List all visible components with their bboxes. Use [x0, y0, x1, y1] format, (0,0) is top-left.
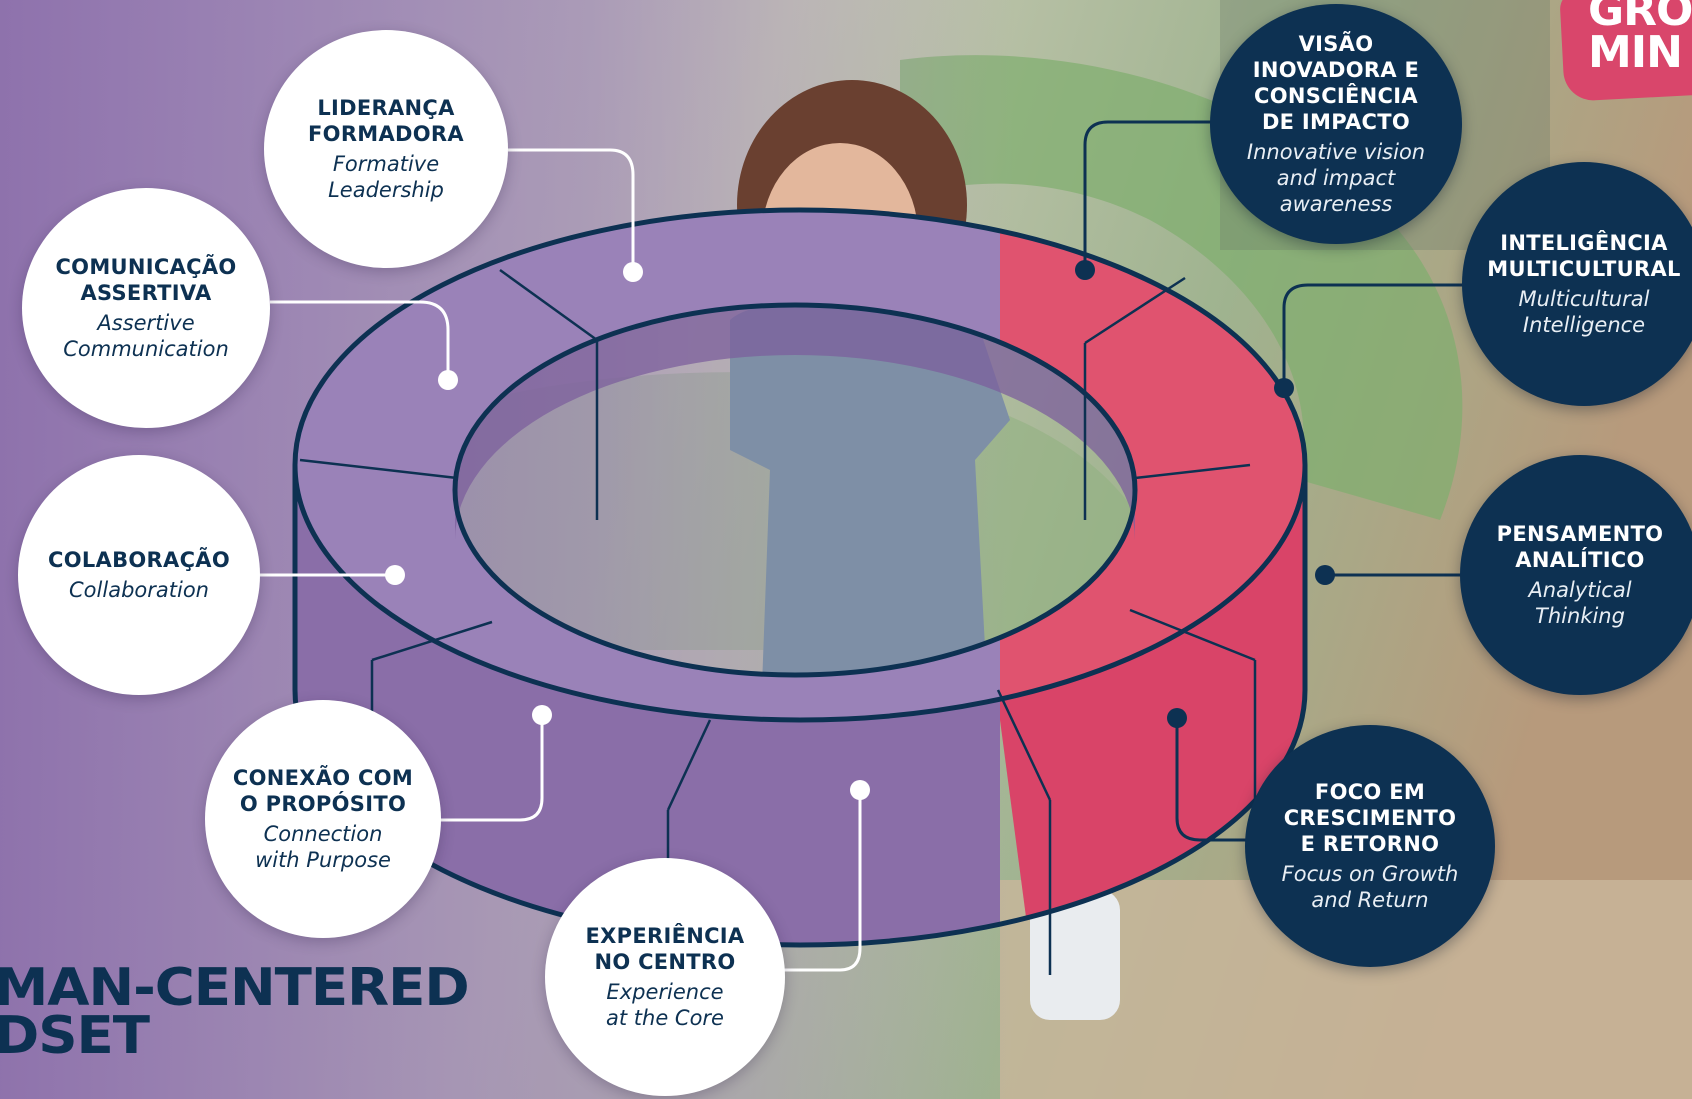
skill-node-analytical-thinking: PENSAMENTO ANALÍTICO Analytical Thinking [1460, 455, 1692, 695]
skill-label-en: Multicultural Intelligence [1518, 287, 1650, 337]
skill-node-assertive-communication: COMUNICAÇÃO ASSERTIVA Assertive Communic… [22, 188, 270, 428]
skill-node-collaboration: COLABORAÇÃO Collaboration [18, 455, 260, 695]
skill-node-formative-leadership: LIDERANÇA FORMADORA Formative Leadership [264, 30, 508, 268]
connector-lines [260, 120, 1470, 972]
skill-label-en: Collaboration [69, 578, 209, 602]
ring-wall-right [1000, 465, 1305, 945]
skill-label-en: Innovative vision and impact awareness [1246, 140, 1426, 216]
skill-label-pt: FOCO EM CRESCIMENTO E RETORNO [1283, 780, 1457, 856]
skill-label-pt: PENSAMENTO ANALÍTICO [1496, 522, 1664, 572]
headline: MAN-CENTERED DSET [0, 958, 470, 1066]
skill-node-innovative-vision: VISÃO INOVADORA E CONSCIÊNCIA DE IMPACTO… [1210, 4, 1462, 244]
ring-top-right [1000, 210, 1305, 720]
skill-label-pt: EXPERIÊNCIA NO CENTRO [585, 924, 745, 974]
skill-label-en: Formative Leadership [328, 152, 444, 202]
skill-node-focus-on-growth: FOCO EM CRESCIMENTO E RETORNO Focus on G… [1245, 725, 1495, 967]
skill-label-pt: COLABORAÇÃO [48, 548, 230, 572]
skill-label-pt: COMUNICAÇÃO ASSERTIVA [55, 255, 237, 305]
skill-node-connection-with-purpose: CONEXÃO COM O PROPÓSITO Connection with … [205, 700, 441, 938]
skill-label-pt: VISÃO INOVADORA E CONSCIÊNCIA DE IMPACTO [1252, 32, 1420, 134]
ring-inner-wall [455, 305, 1135, 540]
skill-label-en: Connection with Purpose [255, 822, 391, 872]
connector-dots [385, 260, 1335, 800]
skill-label-pt: LIDERANÇA FORMADORA [308, 96, 464, 146]
skill-node-experience-at-the-core: EXPERIÊNCIA NO CENTRO Experience at the … [545, 858, 785, 1096]
ring-wall-left [295, 465, 1000, 945]
skill-label-en: Assertive Communication [63, 311, 229, 361]
skill-label-en: Focus on Growth and Return [1281, 862, 1459, 912]
ring-top-left [295, 210, 1000, 720]
corner-tag-text: GRO MIN [1588, 0, 1692, 78]
skill-node-multicultural-intelligence: INTELIGÊNCIA MULTICULTURAL Multicultural… [1462, 162, 1692, 406]
skill-label-pt: INTELIGÊNCIA MULTICULTURAL [1487, 231, 1681, 281]
skill-label-en: Experience at the Core [606, 980, 724, 1030]
skill-label-en: Analytical Thinking [1528, 578, 1632, 628]
skill-label-pt: CONEXÃO COM O PROPÓSITO [232, 766, 414, 816]
